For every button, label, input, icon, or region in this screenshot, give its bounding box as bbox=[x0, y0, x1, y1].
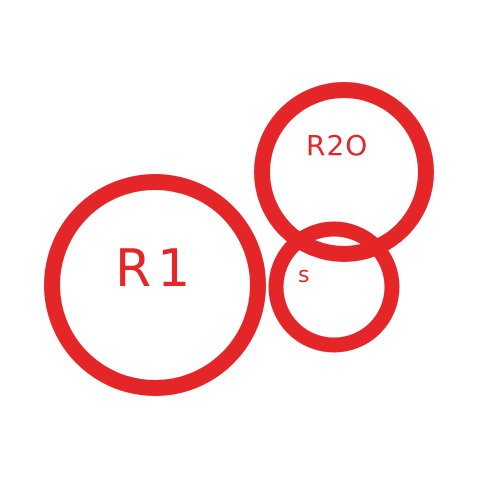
large-ring bbox=[44, 174, 266, 396]
top-circle-label: R2O bbox=[306, 129, 368, 162]
small-circle-label: s bbox=[298, 263, 309, 288]
small-ring bbox=[268, 221, 400, 353]
top-ring bbox=[254, 82, 434, 262]
large-circle-label: R1 bbox=[115, 239, 196, 299]
